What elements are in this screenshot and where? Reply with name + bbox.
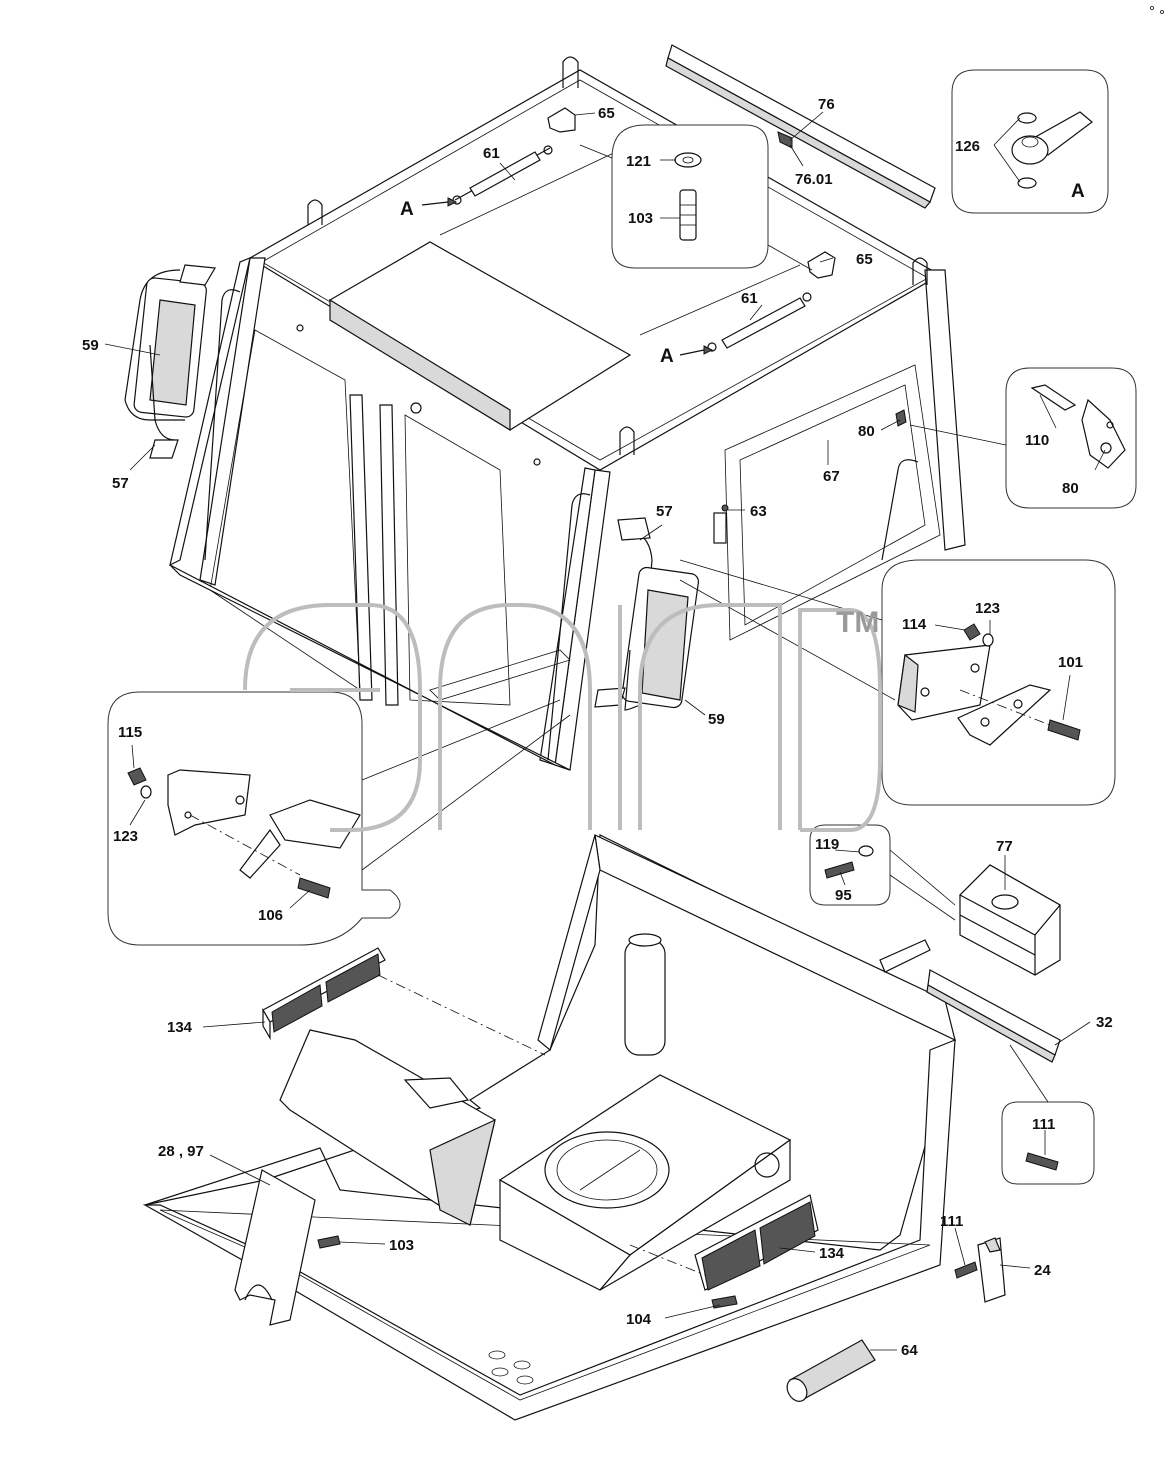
label-76-01: 76.01 [795, 171, 833, 188]
label-28-97: 28 , 97 [158, 1143, 204, 1160]
label-123-right: 123 [975, 600, 1000, 617]
detail-bubble-80 [1005, 367, 1137, 509]
view-label-a-3: A [1071, 181, 1085, 202]
label-134-upper: 134 [167, 1019, 193, 1036]
view-label-a-1: A [400, 199, 414, 220]
label-115: 115 [118, 724, 142, 741]
label-59-left: 59 [82, 337, 99, 354]
view-label-a-2: A [660, 346, 674, 367]
label-111-detail: 111 [1032, 1116, 1055, 1133]
label-121: 121 [626, 153, 651, 170]
label-57-right: 57 [656, 503, 673, 520]
label-65-lower: 65 [856, 251, 873, 268]
label-61-lower: 61 [741, 290, 758, 307]
label-114: 114 [902, 616, 927, 633]
gas-spring-lower [639, 251, 836, 352]
dash-lines [189, 689, 1051, 1276]
label-123-left: 123 [113, 828, 138, 845]
roller-64 [786, 1339, 876, 1402]
cover-24 [977, 1237, 1006, 1303]
box-77 [959, 864, 1061, 976]
detail-bubble-101 [881, 559, 1116, 806]
label-110: 110 [1025, 432, 1049, 449]
leader-lines [104, 111, 1106, 1351]
label-103-main: 103 [389, 1237, 414, 1254]
fasteners-main [317, 409, 978, 1309]
label-57-left: 57 [112, 475, 129, 492]
label-80-detail: 80 [1062, 480, 1079, 497]
detail-bubble-111 [1001, 1101, 1095, 1185]
label-134-lower: 134 [819, 1245, 845, 1262]
cab-frame [169, 56, 966, 771]
mirror-right-59 [594, 517, 700, 711]
gas-spring-upper [439, 107, 621, 236]
detail-bubble-A [951, 69, 1109, 214]
label-24: 24 [1034, 1262, 1051, 1279]
cab-floor-tub [142, 833, 956, 1421]
label-106: 106 [258, 907, 283, 924]
label-119: 119 [815, 836, 839, 853]
watermark-tm: TM [836, 606, 879, 639]
watermark-logo [243, 603, 882, 832]
part-labels: A A A TM 65 61 121 103 76 76.01 126 59 5… [82, 96, 1113, 1359]
label-67: 67 [823, 468, 840, 485]
label-111-main: 111 [940, 1213, 963, 1230]
detail-bubble-top [611, 124, 769, 269]
label-80-main: 80 [858, 423, 875, 440]
label-104: 104 [626, 1311, 652, 1328]
label-101: 101 [1058, 654, 1083, 671]
detail-bubble-119 [809, 824, 891, 906]
mirror-left-59 [124, 264, 216, 459]
detail-bubble-115 [107, 691, 401, 946]
label-63: 63 [750, 503, 767, 520]
label-65-upper: 65 [598, 105, 615, 122]
grille-134-lower [694, 1194, 819, 1291]
label-64: 64 [901, 1342, 918, 1359]
label-32: 32 [1096, 1014, 1113, 1031]
strip-32 [926, 969, 1061, 1063]
label-126: 126 [955, 138, 980, 155]
label-61-upper: 61 [483, 145, 500, 162]
grille-134-upper [262, 947, 386, 1041]
label-77: 77 [996, 838, 1013, 855]
corner-mark [1150, 6, 1164, 14]
label-59-right: 59 [708, 711, 725, 728]
label-103-detail: 103 [628, 210, 653, 227]
label-76: 76 [818, 96, 835, 113]
label-95: 95 [835, 887, 852, 904]
